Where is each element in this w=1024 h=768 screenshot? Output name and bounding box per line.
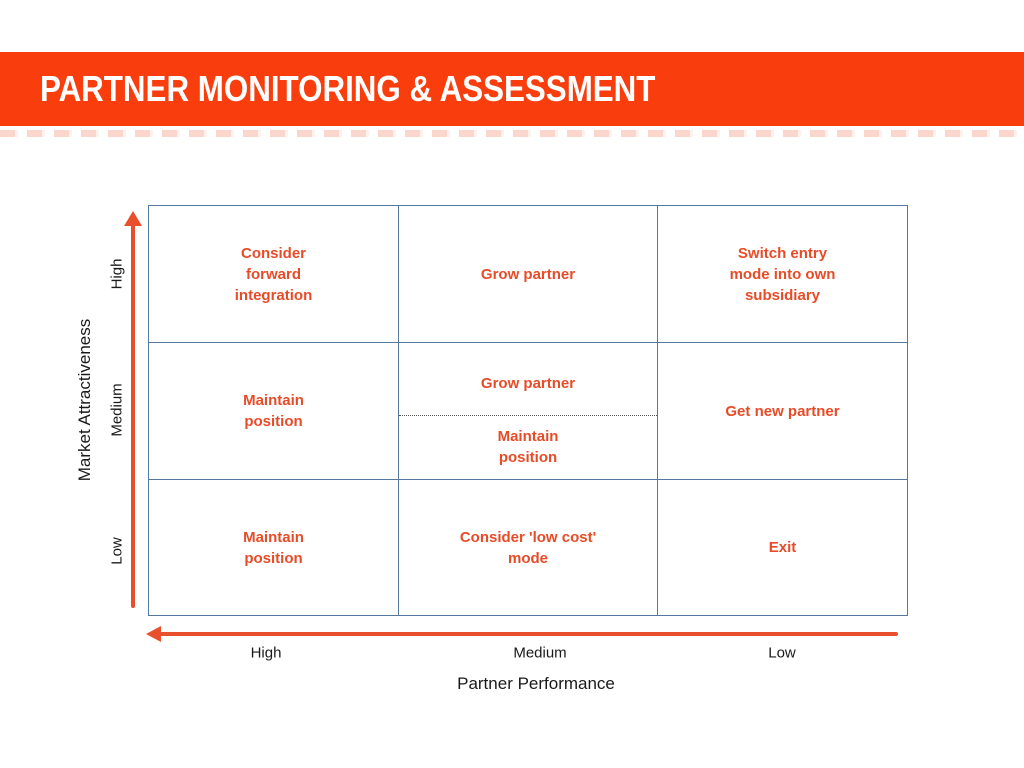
matrix-cell-low-high: Maintain position [149, 480, 399, 615]
x-axis-title: Partner Performance [457, 674, 615, 693]
matrix-cell-label: Maintain position [243, 528, 304, 567]
y-axis-tick-low: Low [108, 537, 126, 565]
matrix-cell-high-medium: Grow partner [399, 206, 658, 343]
y-axis-tick-medium: Medium [108, 383, 126, 437]
x-axis-tick-high: High [250, 644, 282, 662]
matrix-grid: Consider forward integration Grow partne… [148, 205, 908, 616]
matrix-cell-label: Exit [768, 539, 797, 556]
matrix-cell-label: Switch entry mode into own subsidiary [729, 244, 836, 304]
matrix-cell-label: Maintain position [243, 392, 304, 430]
arrow-up-icon [124, 211, 142, 226]
y-axis-title: Market Attractiveness [75, 318, 94, 482]
matrix-cell-label: Grow partner [480, 375, 576, 393]
x-axis-arrow-line [158, 632, 898, 636]
y-axis-arrow-line [131, 224, 135, 608]
matrix-cell-upper-option: Grow partner [399, 343, 657, 415]
x-axis-tick-low: Low [768, 644, 796, 662]
matrix-cell-low-low: Exit [658, 480, 907, 615]
matrix-cell-label: Consider 'low cost' mode [459, 528, 597, 567]
matrix-cell-label: Consider forward integration [234, 244, 313, 304]
arrow-left-icon [146, 626, 161, 642]
x-axis-tick-medium: Medium [513, 644, 567, 662]
matrix-cell-label: Get new partner [725, 402, 840, 420]
y-axis-tick-high: High [108, 258, 126, 290]
matrix-cell-medium-low: Get new partner [658, 343, 907, 480]
matrix-cell-lower-option: Maintain position [399, 416, 657, 479]
dash-strip-decoration [0, 130, 1024, 137]
header-bar: PARTNER MONITORING & ASSESSMENT [0, 52, 1024, 126]
matrix-cell-label: Grow partner [480, 265, 576, 283]
matrix-cell-low-medium: Consider 'low cost' mode [399, 480, 658, 615]
matrix-cell-label: Maintain position [497, 428, 559, 467]
matrix-cell-high-high: Consider forward integration [149, 206, 399, 343]
page-title: PARTNER MONITORING & ASSESSMENT [40, 68, 656, 109]
matrix-cell-medium-high: Maintain position [149, 343, 399, 480]
matrix-cell-high-low: Switch entry mode into own subsidiary [658, 206, 907, 343]
dotted-divider-line [399, 414, 657, 416]
matrix-cell-medium-medium: Grow partner Maintain position [399, 343, 658, 480]
